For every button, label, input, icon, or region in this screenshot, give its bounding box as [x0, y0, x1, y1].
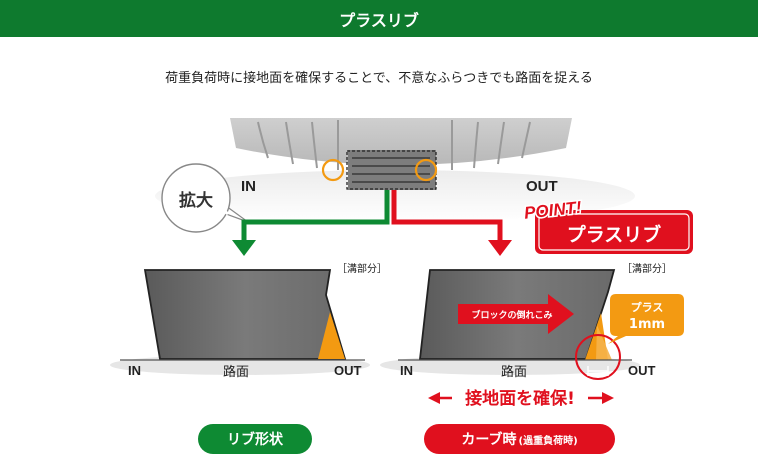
- right-highlight-circle: [414, 158, 438, 182]
- plus-line2: 1mm: [629, 317, 665, 332]
- right-out-label: OUT: [628, 363, 656, 378]
- rib-shape-caption: リブ形状: [198, 424, 312, 454]
- right-in-label: IN: [400, 363, 413, 378]
- right-panel: ブロックの倒れこみ プラス 1mm ［溝部分］ 路面 IN OUT 接地面を確保…: [380, 262, 684, 409]
- left-groove-label: ［溝部分］: [337, 262, 387, 275]
- curve-label: カーブ時: [461, 432, 517, 448]
- right-road-label: 路面: [501, 364, 527, 380]
- left-orange-rib: [318, 312, 345, 359]
- left-panel: ［溝部分］ 路面 IN OUT: [110, 262, 387, 380]
- top-in-label: IN: [241, 178, 256, 195]
- curve-caption: カーブ時(過重負荷時): [424, 424, 615, 454]
- point-badge-title: プラスリブ: [567, 223, 662, 246]
- branch-arrows: [232, 190, 512, 256]
- right-plus-rib: [596, 325, 612, 360]
- plus-line1: プラス: [631, 300, 664, 314]
- zoom-bubble: 拡大: [161, 163, 249, 233]
- left-out-label: OUT: [334, 363, 362, 378]
- point-badge: プラスリブ POINT!: [522, 196, 693, 254]
- header-bar: プラスリブ: [0, 0, 758, 37]
- contact-zoom-circle: [575, 334, 621, 380]
- right-groove-label: ［溝部分］: [622, 262, 672, 275]
- left-road-label: 路面: [223, 364, 249, 380]
- top-out-label: OUT: [526, 178, 558, 195]
- secure-contact-text: 接地面を確保!: [465, 388, 575, 409]
- secure-contact-arrow: 接地面を確保!: [428, 386, 614, 409]
- one-mm-dimension: [587, 366, 609, 376]
- contact-patch: [348, 150, 436, 190]
- left-highlight-circle: [321, 158, 345, 182]
- rib-shape-label: リブ形状: [227, 432, 283, 448]
- tilt-arrow-text: ブロックの倒れこみ: [471, 309, 552, 321]
- tilt-arrow: ブロックの倒れこみ: [458, 294, 574, 334]
- left-in-label: IN: [128, 363, 141, 378]
- curve-sublabel: (過重負荷時): [518, 435, 578, 447]
- zoom-label: 拡大: [179, 190, 213, 211]
- header-title: プラスリブ: [339, 10, 419, 30]
- subtitle: 荷重負荷時に接地面を確保することで、不意なふらつきでも路面を捉える: [165, 71, 593, 86]
- left-tire-block: [143, 269, 347, 360]
- plus-1mm-callout: プラス 1mm: [608, 294, 684, 344]
